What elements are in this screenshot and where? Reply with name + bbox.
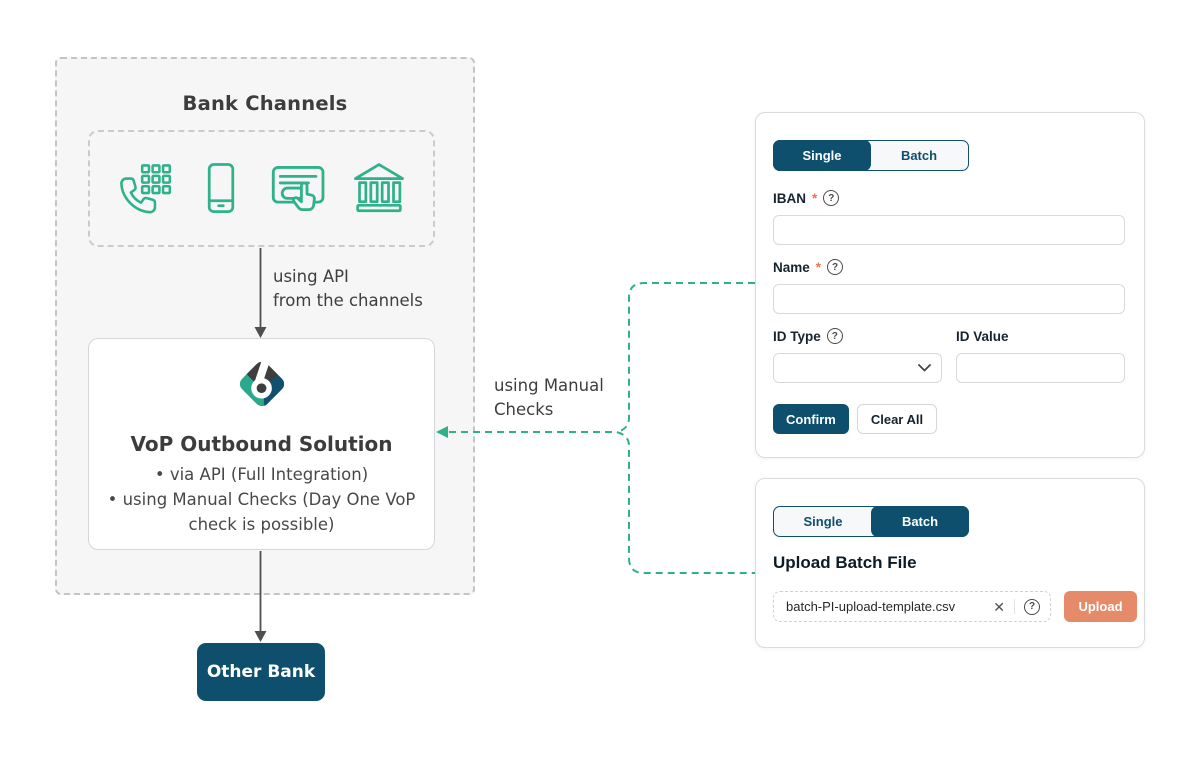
bullet-dot: • xyxy=(107,490,118,509)
upload-batch-file-heading: Upload Batch File xyxy=(773,553,917,572)
bank-building-icon xyxy=(354,162,404,212)
arrowhead-down-2 xyxy=(254,631,267,642)
id-type-select[interactable] xyxy=(773,353,942,383)
mobile-phone-icon xyxy=(207,162,235,213)
vop-bullet-2: • using Manual Checks (Day One VoP check… xyxy=(107,490,416,534)
form-actions: Confirm Clear All xyxy=(773,404,938,434)
chevron-down-icon xyxy=(918,364,931,372)
vop-bullet-1: • via API (Full Integration) xyxy=(154,465,369,484)
bullet-dot: • xyxy=(154,465,165,484)
clear-file-icon[interactable]: ✕ xyxy=(993,598,1005,615)
tab-group-single-panel: Single Batch xyxy=(773,140,969,171)
file-upload-row: batch-PI-upload-template.csv ✕ ? Upload xyxy=(773,591,1137,622)
id-type-label: ID Type xyxy=(773,328,821,344)
other-bank-label: Other Bank xyxy=(206,662,316,682)
tab-group-batch-panel: Single Batch xyxy=(773,506,969,537)
file-name: batch-PI-upload-template.csv xyxy=(786,599,956,614)
iban-help-icon[interactable]: ? xyxy=(823,190,840,206)
id-value-label-row: ID Value xyxy=(956,328,1009,344)
tab-batch[interactable]: Batch xyxy=(871,506,969,537)
divider xyxy=(1014,599,1015,614)
confirm-button[interactable]: Confirm xyxy=(773,404,849,434)
api-flow-label: using API from the channels xyxy=(273,267,423,310)
iban-label-row: IBAN * ? xyxy=(773,190,840,206)
id-type-label-row: ID Type ? xyxy=(773,328,843,344)
clear-all-button[interactable]: Clear All xyxy=(856,404,938,434)
vop-bullet-list: • via API (Full Integration) • using Man… xyxy=(89,462,434,537)
name-label: Name xyxy=(773,259,810,275)
tab-single[interactable]: Single xyxy=(773,140,871,171)
name-help-icon[interactable]: ? xyxy=(827,259,844,275)
required-asterisk: * xyxy=(812,190,818,206)
channel-icons-box xyxy=(88,130,435,247)
tab-batch[interactable]: Batch xyxy=(900,148,938,163)
vop-title: VoP Outbound Solution xyxy=(130,432,393,456)
manual-checks-brace xyxy=(616,282,755,574)
other-bank-node: Other Bank xyxy=(197,643,325,701)
name-label-row: Name * ? xyxy=(773,259,844,275)
vop-logo-icon xyxy=(236,358,287,410)
id-value-input[interactable] xyxy=(956,353,1125,383)
card-click-icon xyxy=(271,165,325,211)
tab-single[interactable]: Single xyxy=(803,514,843,529)
single-check-panel: Single Batch IBAN * ? Name * ? ID Type ?… xyxy=(755,112,1145,458)
required-asterisk: * xyxy=(815,259,822,275)
iban-input[interactable] xyxy=(773,215,1125,245)
bank-channels-title: Bank Channels xyxy=(182,92,348,115)
manual-checks-label: using Manual Checks xyxy=(494,376,604,419)
file-input-box[interactable]: batch-PI-upload-template.csv ✕ ? xyxy=(773,591,1051,622)
file-help-icon[interactable]: ? xyxy=(1024,598,1040,615)
id-type-help-icon[interactable]: ? xyxy=(826,328,843,344)
name-input[interactable] xyxy=(773,284,1125,314)
id-value-label: ID Value xyxy=(956,328,1009,344)
iban-label: IBAN xyxy=(773,190,806,206)
upload-button[interactable]: Upload xyxy=(1064,591,1137,622)
batch-upload-panel: Single Batch Upload Batch File batch-PI-… xyxy=(755,478,1145,648)
phone-keypad-icon xyxy=(120,163,172,213)
vop-solution-box: VoP Outbound Solution • via API (Full In… xyxy=(88,338,435,550)
